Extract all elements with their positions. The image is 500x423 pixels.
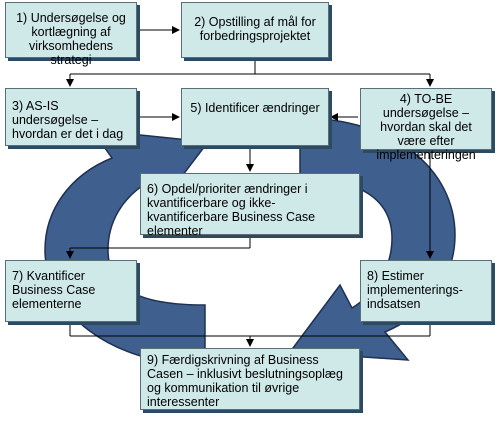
step-5-box: 5) Identificer ændringer [181,88,329,146]
step-8-box: 8) Estimer implementerings-indsatsen [360,260,492,322]
connectors [66,26,434,347]
step-7-box: 7) Kvantificer Business Case elementerne [5,260,137,322]
step-7-label: 7) Kvantificer Business Case elementerne [12,269,96,311]
step-1-box: 1) Undersøgelse og kortlægning af virkso… [5,2,137,67]
step-9-label: 9) Færdigskrivning af Business Casen – i… [147,353,343,409]
step-1-label: 1) Undersøgelse og kortlægning af virkso… [16,11,126,67]
step-3-label: 3) AS-IS undersøgelse – hvordan er det i… [12,99,124,141]
step-2-box: 2) Opstilling af mål for forbedringsproj… [181,2,329,58]
step-8-label: 8) Estimer implementerings-indsatsen [367,269,463,311]
step-6-label: 6) Opdel/prioriter ændringer i kvantific… [147,182,316,238]
step-6-box: 6) Opdel/prioriter ændringer i kvantific… [140,173,360,238]
step-5-label: 5) Identificer ændringer [190,101,320,115]
step-4-box: 4) TO-BE undersøgelse – hvordan skal det… [360,88,492,162]
step-9-box: 9) Færdigskrivning af Business Casen – i… [140,348,360,410]
step-3-box: 3) AS-IS undersøgelse – hvordan er det i… [5,88,137,146]
step-4-label: 4) TO-BE undersøgelse – hvordan skal det… [376,92,476,162]
step-2-label: 2) Opstilling af mål for forbedringsproj… [194,15,316,43]
